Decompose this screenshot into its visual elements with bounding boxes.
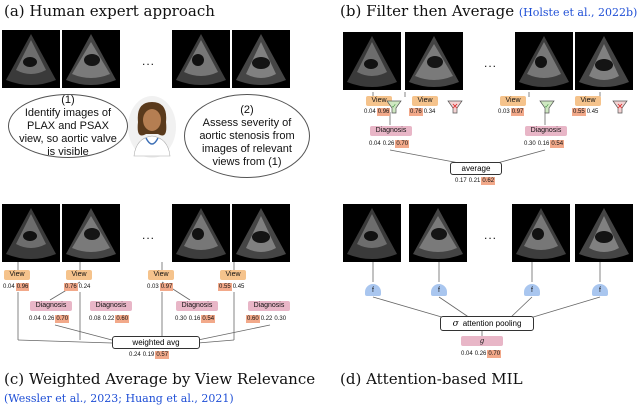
echo-image xyxy=(515,32,573,90)
sigma-symbol: σ xyxy=(452,319,459,329)
encoder-f-node: f xyxy=(592,284,608,296)
filter-pass-icon: ✓ xyxy=(386,100,402,114)
ellipsis: ... xyxy=(142,54,156,68)
filter-reject-icon: ✕ xyxy=(447,100,463,114)
echo-image xyxy=(405,32,463,90)
panel-b-title-text: (b) Filter then Average xyxy=(340,2,515,20)
ellipsis: ... xyxy=(484,56,498,70)
view-tag: View xyxy=(500,96,526,106)
panel-d-title: (d) Attention-based MIL xyxy=(340,370,523,388)
echo-image xyxy=(343,32,401,90)
echo-image xyxy=(575,204,633,262)
ellipsis: ... xyxy=(484,228,498,242)
echo-image xyxy=(62,204,120,262)
filter-reject-icon: ✕ xyxy=(612,100,628,114)
svg-text:✓: ✓ xyxy=(544,104,549,110)
svg-text:✕: ✕ xyxy=(452,102,459,111)
view-tag: View xyxy=(66,270,92,280)
echo-image xyxy=(232,30,290,88)
panel-c-citation[interactable]: (Wessler et al., 2023; Huang et al., 202… xyxy=(4,392,234,405)
doctor-icon xyxy=(133,102,171,157)
echo-image xyxy=(512,204,570,262)
panel-b-citation[interactable]: (Holste et al., 2022b) xyxy=(518,6,638,19)
echo-image xyxy=(232,204,290,262)
echo-image xyxy=(172,30,230,88)
panel-a-title: (a) Human expert approach xyxy=(4,2,215,20)
echo-image xyxy=(62,30,120,88)
thought-bubble-1: (1) Identify images of PLAX and PSAX vie… xyxy=(8,94,128,158)
weighted-avg-box: weighted avg xyxy=(112,336,200,349)
panel-c-title: (c) Weighted Average by View Relevance xyxy=(4,370,316,388)
thought-bubble-2: (2) Assess severity of aortic stenosis f… xyxy=(184,94,310,178)
view-tag: View xyxy=(148,270,174,280)
encoder-f-node: f xyxy=(431,284,447,296)
encoder-f-node: f xyxy=(365,284,381,296)
echo-image xyxy=(575,32,633,90)
view-tag: View xyxy=(366,96,392,106)
view-tag: View xyxy=(412,96,438,106)
diagnosis-tag: Diagnosis xyxy=(30,301,72,311)
view-tag: View xyxy=(4,270,30,280)
diagnosis-tag: Diagnosis xyxy=(90,301,132,311)
diagnosis-tag: Diagnosis xyxy=(525,126,567,136)
panel-b-title: (b) Filter then Average (Holste et al., … xyxy=(340,2,637,20)
ellipsis: ... xyxy=(142,228,156,242)
filter-pass-icon: ✓ xyxy=(539,100,555,114)
view-tag: View xyxy=(575,96,601,106)
echo-image xyxy=(172,204,230,262)
doctor-avatar xyxy=(128,96,176,158)
view-tag: View xyxy=(220,270,246,280)
svg-text:✓: ✓ xyxy=(391,104,396,110)
diagnosis-tag: Diagnosis xyxy=(370,126,412,136)
encoder-f-node: f xyxy=(524,284,540,296)
echo-image xyxy=(409,204,467,262)
diagnosis-tag: Diagnosis xyxy=(248,301,290,311)
diagnosis-tag: Diagnosis xyxy=(176,301,218,311)
echo-image xyxy=(343,204,401,262)
svg-text:✕: ✕ xyxy=(617,102,624,111)
echo-image xyxy=(2,30,60,88)
average-box: average xyxy=(450,162,502,175)
classifier-g-tag: g xyxy=(461,336,503,346)
attention-pooling-label: attention pooling xyxy=(462,319,522,328)
echo-image xyxy=(2,204,60,262)
